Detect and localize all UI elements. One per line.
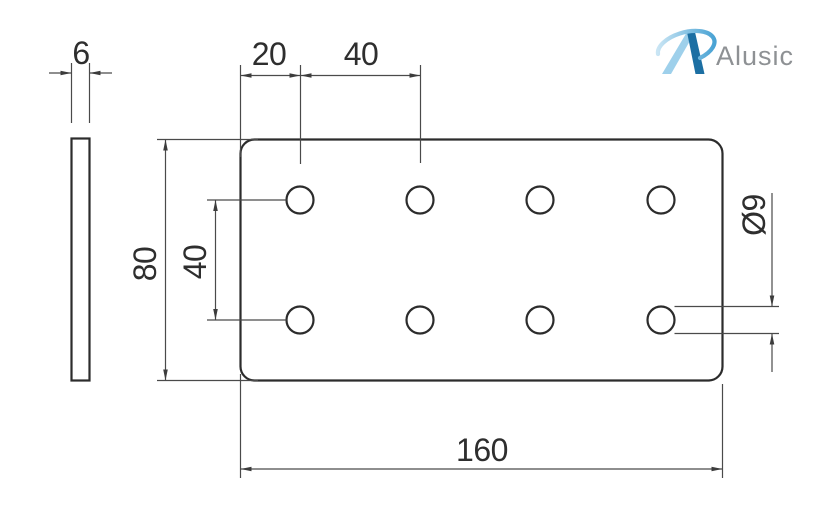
- arrowhead: [300, 73, 312, 78]
- dim-label: 80: [127, 247, 163, 282]
- dim-label: 40: [177, 245, 213, 280]
- arrowhead: [769, 333, 775, 345]
- hole: [405, 185, 435, 215]
- alusic-logo: Alusic: [655, 28, 794, 74]
- hole: [285, 305, 315, 335]
- logo-a-right-stroke: [687, 32, 705, 74]
- dim-thickness: 6: [49, 35, 112, 123]
- dim-plate-width: 160: [239, 374, 724, 478]
- dim-hole-pitch-vertical: 40: [177, 199, 287, 321]
- arrowhead: [213, 200, 218, 211]
- hole: [285, 185, 315, 215]
- arrowhead: [240, 73, 252, 78]
- dim-plate-height: 80: [127, 138, 258, 382]
- hole: [405, 305, 435, 335]
- dim-label: Ø9: [736, 194, 772, 236]
- arrowhead: [769, 295, 775, 307]
- dim-hole-diameter: Ø9: [674, 193, 779, 372]
- logo-a-left-stroke: [662, 32, 695, 74]
- dim-label: 20: [252, 36, 287, 72]
- arrowhead: [60, 70, 72, 76]
- hole: [525, 305, 555, 335]
- arrowhead: [163, 139, 168, 151]
- arrowhead: [213, 309, 218, 320]
- arrowhead: [289, 73, 301, 78]
- logo-swoosh-icon: [655, 28, 717, 61]
- logo-wordmark: Alusic: [716, 41, 794, 71]
- side-view: [70, 137, 91, 382]
- front-view: [239, 138, 724, 382]
- plate-outline: [239, 138, 724, 382]
- arrowhead: [163, 369, 168, 381]
- hole: [646, 305, 676, 335]
- side-view-outline: [70, 137, 91, 382]
- arrowhead: [711, 466, 723, 472]
- arrowhead: [240, 466, 252, 472]
- dim-edge-offset-and-pitch: 20 40: [239, 36, 422, 164]
- hole: [525, 185, 555, 215]
- arrowhead: [89, 70, 101, 76]
- dim-label: 160: [456, 432, 508, 468]
- dim-label: 40: [344, 36, 379, 72]
- dim-label: 6: [72, 35, 89, 71]
- arrowhead: [409, 73, 421, 78]
- hole: [646, 185, 676, 215]
